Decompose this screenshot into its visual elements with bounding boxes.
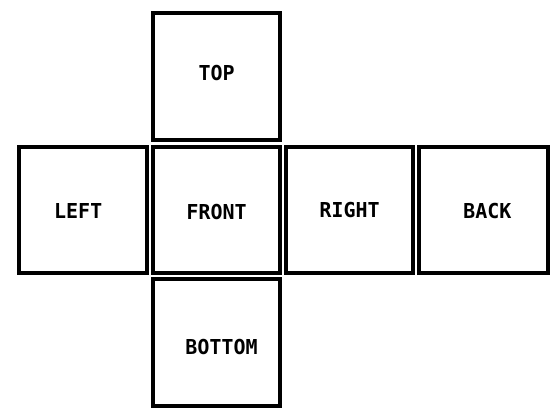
face-bottom-label: BOTTOM bbox=[185, 335, 258, 360]
face-left-label: LEFT bbox=[53, 199, 103, 224]
face-back: BACK bbox=[417, 145, 550, 275]
face-front-label: FRONT bbox=[186, 200, 247, 225]
face-right-label: RIGHT bbox=[319, 198, 380, 222]
face-right: RIGHT bbox=[284, 145, 415, 275]
face-left: LEFT bbox=[17, 145, 149, 275]
face-top: TOP bbox=[151, 11, 282, 142]
face-bottom: BOTTOM bbox=[151, 277, 282, 408]
face-front: FRONT bbox=[151, 145, 282, 275]
face-back-label: BACK bbox=[463, 199, 512, 224]
face-top-label: TOP bbox=[198, 60, 235, 85]
